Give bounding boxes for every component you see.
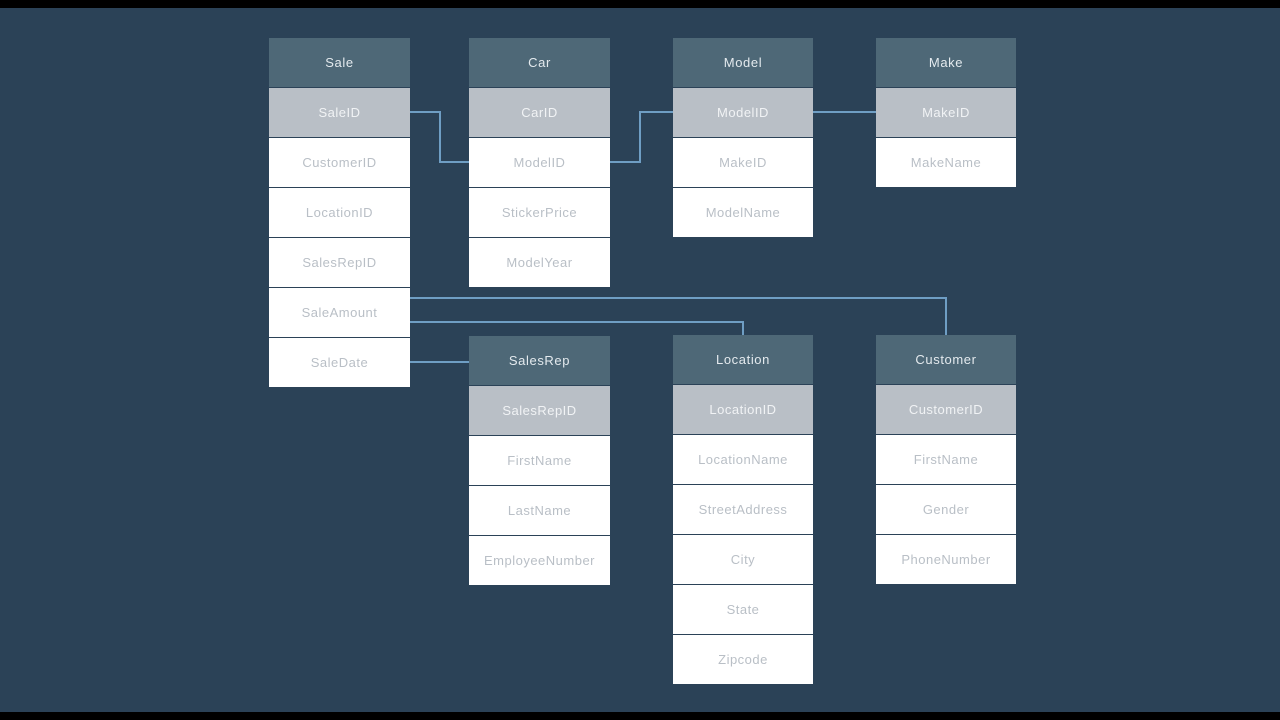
connector-line [410, 297, 947, 336]
table-header: Model [673, 38, 813, 87]
field-row: City [673, 535, 813, 584]
connector-line [410, 321, 744, 336]
field-row: StreetAddress [673, 485, 813, 534]
field-row: CustomerID [269, 138, 410, 187]
field-row: ModelID [469, 138, 610, 187]
connector-line [610, 111, 673, 163]
letterbox-top [0, 0, 1280, 8]
field-row: Gender [876, 485, 1016, 534]
primary-key-row: ModelID [673, 88, 813, 137]
primary-key-row: SaleID [269, 88, 410, 137]
field-row: LocationID [269, 188, 410, 237]
field-row: State [673, 585, 813, 634]
field-row: PhoneNumber [876, 535, 1016, 584]
field-row: SalesRepID [269, 238, 410, 287]
table-header: Sale [269, 38, 410, 87]
primary-key-row: LocationID [673, 385, 813, 434]
field-row: FirstName [876, 435, 1016, 484]
field-row: LastName [469, 486, 610, 535]
table-header: Customer [876, 335, 1016, 384]
field-row: LocationName [673, 435, 813, 484]
field-row: Zipcode [673, 635, 813, 684]
field-row: EmployeeNumber [469, 536, 610, 585]
field-row: FirstName [469, 436, 610, 485]
field-row: StickerPrice [469, 188, 610, 237]
field-row: ModelName [673, 188, 813, 237]
letterbox-bottom [0, 712, 1280, 720]
field-row: SaleAmount [269, 288, 410, 337]
table-header: Location [673, 335, 813, 384]
primary-key-row: MakeID [876, 88, 1016, 137]
primary-key-row: CarID [469, 88, 610, 137]
field-row: MakeID [673, 138, 813, 187]
field-row: ModelYear [469, 238, 610, 287]
table-header: Car [469, 38, 610, 87]
primary-key-row: CustomerID [876, 385, 1016, 434]
field-row: MakeName [876, 138, 1016, 187]
table-header: SalesRep [469, 336, 610, 385]
field-row: SaleDate [269, 338, 410, 387]
primary-key-row: SalesRepID [469, 386, 610, 435]
connector-line [410, 111, 469, 163]
table-header: Make [876, 38, 1016, 87]
